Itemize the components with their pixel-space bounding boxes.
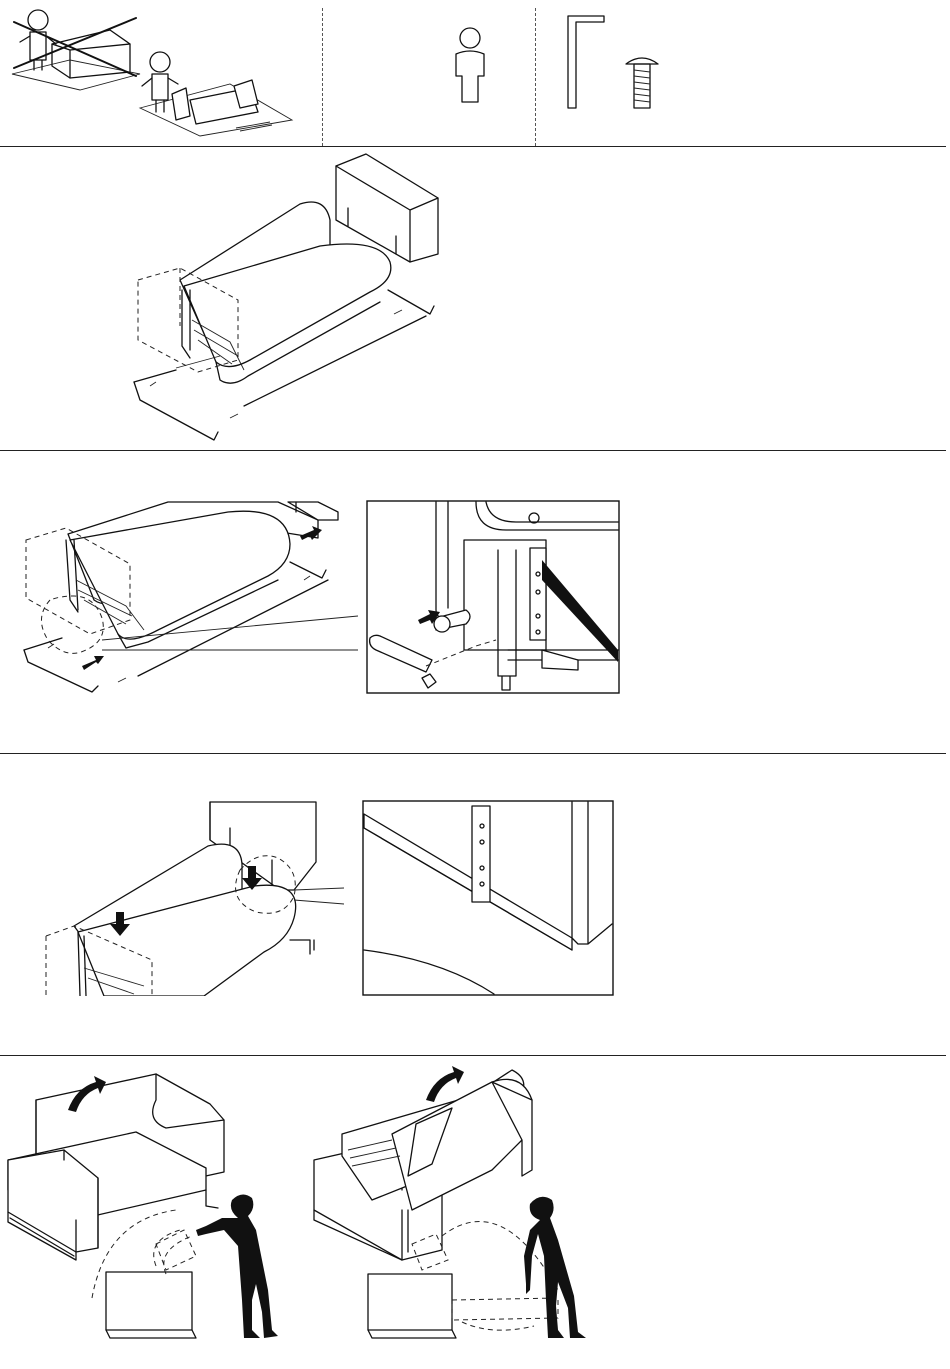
sofa: [26, 502, 338, 648]
step-3-illustration: [44, 800, 344, 996]
separator-4: [0, 1055, 946, 1056]
step-1-illustration: [120, 150, 450, 446]
workspace-warning-illustration: [0, 0, 320, 146]
allen-key-icon: [562, 12, 612, 112]
header-divider-2: [535, 8, 536, 146]
folded-sofa-small: [92, 1210, 196, 1338]
step-3-detail-zoom: [362, 800, 614, 996]
correct-surface-scene: [140, 52, 292, 136]
person-icon: [450, 26, 490, 106]
bolt-icon: [622, 52, 662, 112]
separator-2: [0, 450, 946, 451]
step-2-illustration: [18, 500, 358, 696]
wrong-surface-scene: [12, 10, 140, 90]
step-4-sofa-bed-illustration: [312, 1060, 612, 1342]
person-silhouette: [196, 1194, 278, 1338]
sofa: [314, 1070, 532, 1260]
arrow-icon: [426, 1066, 464, 1102]
person-silhouette: [524, 1197, 586, 1338]
sofa: [8, 1074, 224, 1260]
step-4-sofa-tilt-illustration: [6, 1060, 306, 1342]
separator-3: [0, 753, 946, 754]
header-divider-1: [322, 8, 323, 146]
separator-1: [0, 146, 946, 147]
step-2-detail-zoom: [366, 500, 620, 696]
